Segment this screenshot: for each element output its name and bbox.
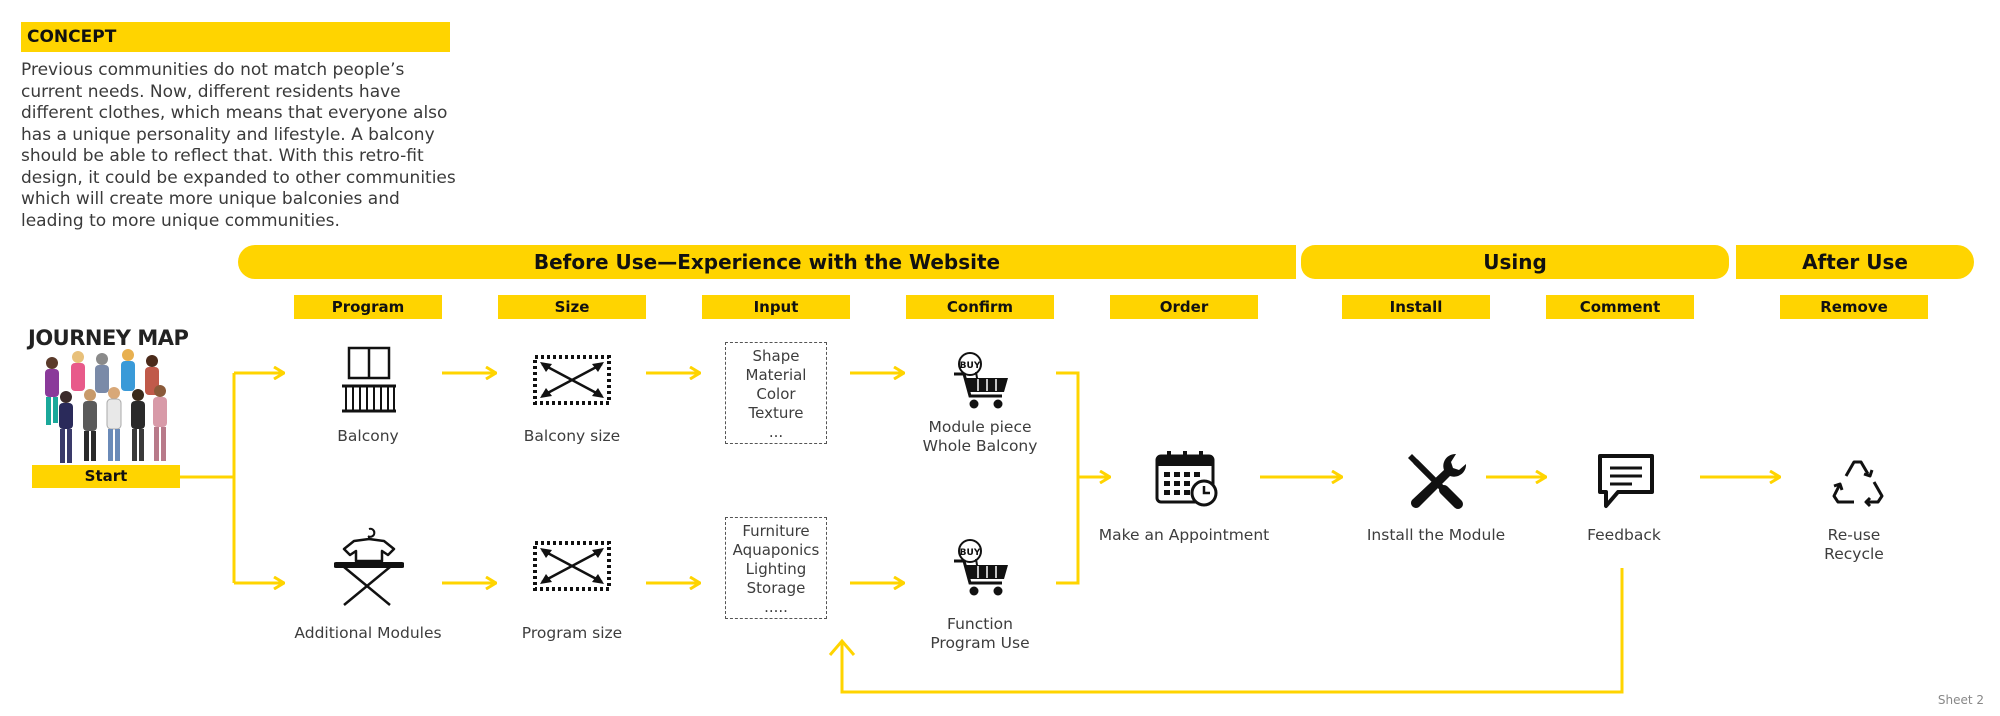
feedback-caption: Feedback <box>1587 526 1661 544</box>
input-option: ... <box>768 423 784 441</box>
phase-after-use: After Use <box>1736 245 1974 279</box>
step-input: Input <box>702 295 850 319</box>
step-install: Install <box>1342 295 1490 319</box>
step-size: Size <box>498 295 646 319</box>
journey-map-title: JOURNEY MAP <box>28 326 189 350</box>
size-arrows-icon <box>533 541 611 591</box>
phase-using: Using <box>1301 245 1729 279</box>
step-remove: Remove <box>1780 295 1928 319</box>
reuse-caption: Re-use Recycle <box>1744 526 1964 564</box>
svg-text:BUY: BUY <box>960 361 981 371</box>
step-confirm: Confirm <box>906 295 1054 319</box>
input-options-box-bottom: Furniture Aquaponics Lighting Storage ..… <box>725 517 827 619</box>
clothes-rack-icon <box>334 527 404 606</box>
calendar-clock-icon <box>1155 451 1218 507</box>
input-option: Shape <box>752 347 800 365</box>
wrench-screwdriver-icon <box>1408 453 1466 509</box>
input-option: Furniture <box>742 522 810 540</box>
size-arrows-icon <box>533 355 611 405</box>
chat-bubble-icon <box>1598 454 1654 508</box>
recycle-icon <box>1832 460 1884 508</box>
confirm-caption-bottom: Function Program Use <box>870 615 1090 653</box>
balcony-size-caption: Balcony size <box>523 427 621 445</box>
confirm-line: Function <box>947 615 1013 633</box>
svg-text:BUY: BUY <box>960 548 981 558</box>
input-option: Material <box>745 366 807 384</box>
recycle-line: Recycle <box>1824 545 1884 563</box>
input-option: Color <box>756 385 796 403</box>
sheet-number: Sheet 2 <box>1937 693 1984 707</box>
cart-buy-icon: BUY <box>954 352 1008 409</box>
balcony-caption: Balcony <box>337 427 399 445</box>
step-comment: Comment <box>1546 295 1694 319</box>
input-option: Storage <box>746 579 806 597</box>
input-option: Lighting <box>745 560 807 578</box>
input-option: Aquaponics <box>732 541 820 559</box>
input-option: Texture <box>748 404 804 422</box>
phase-before-use: Before Use—Experience with the Website <box>238 245 1296 279</box>
input-option: ..... <box>764 598 788 616</box>
program-size-caption: Program size <box>521 624 623 642</box>
confirm-line: Module piece <box>928 418 1032 436</box>
concept-text: Previous communities do not match people… <box>21 60 456 231</box>
confirm-line: Whole Balcony <box>922 437 1038 455</box>
reuse-line: Re-use <box>1827 526 1881 544</box>
people-illustration <box>45 349 167 463</box>
step-order: Order <box>1110 295 1258 319</box>
step-program: Program <box>294 295 442 319</box>
appointment-caption: Make an Appointment <box>1098 526 1270 544</box>
input-options-box-top: Shape Material Color Texture ... <box>725 342 827 444</box>
window-balcony-icon <box>342 346 396 413</box>
additional-modules-caption: Additional Modules <box>294 624 442 642</box>
confirm-line: Program Use <box>930 634 1030 652</box>
concept-label: CONCEPT <box>21 22 450 52</box>
confirm-caption-top: Module piece Whole Balcony <box>870 418 1090 456</box>
cart-buy-icon: BUY <box>954 539 1008 596</box>
start-label: Start <box>32 465 180 488</box>
install-caption: Install the Module <box>1366 526 1506 544</box>
